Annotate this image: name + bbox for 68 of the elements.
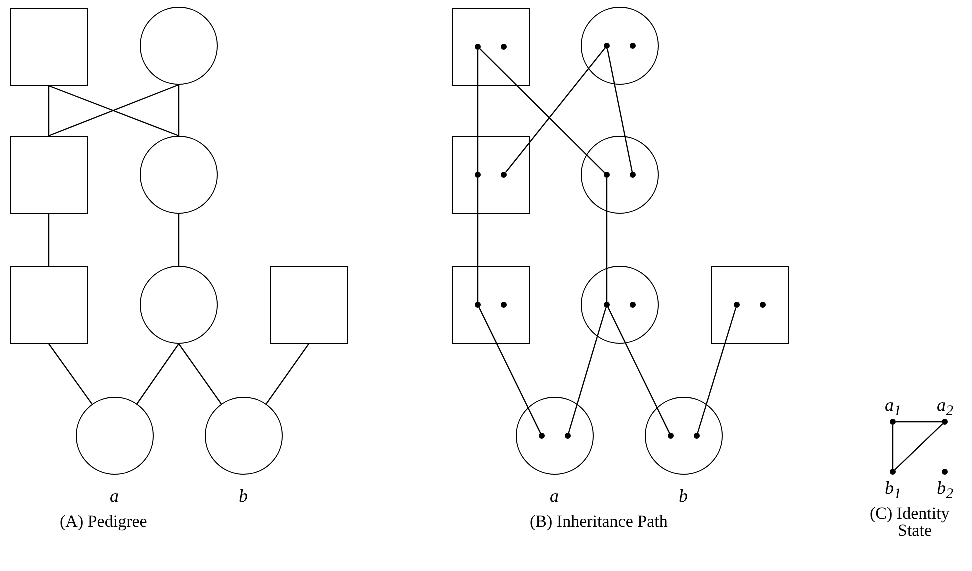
- node-caption: a: [550, 486, 559, 506]
- connector-line: [477, 50, 479, 172]
- connector-line: [697, 308, 737, 434]
- female-circle: [140, 136, 218, 214]
- allele-dot: [630, 172, 636, 178]
- male-square: [452, 266, 530, 344]
- allele-dot: [760, 302, 766, 308]
- connector-line: [892, 425, 894, 469]
- female-circle: [581, 266, 659, 344]
- male-square: [10, 136, 88, 214]
- female-circle: [516, 397, 594, 475]
- connector-line: [606, 178, 608, 302]
- allele-dot: [630, 302, 636, 308]
- male-square: [452, 8, 530, 86]
- panel-caption: (B) Inheritance Path: [530, 513, 668, 530]
- connector-line: [48, 344, 93, 405]
- allele-dot: [694, 432, 700, 439]
- connector-line: [266, 344, 310, 404]
- panel-caption: (C) Identity State: [870, 505, 951, 539]
- connector-line: [178, 344, 222, 404]
- allele-dot: [500, 172, 507, 178]
- allele-dot: [564, 432, 571, 439]
- allele-dot: [474, 302, 481, 308]
- female-circle: [140, 7, 218, 85]
- allele-dot: [500, 302, 507, 308]
- male-square: [711, 266, 789, 344]
- male-square: [10, 266, 88, 344]
- node-caption: b: [239, 486, 248, 506]
- female-circle: [645, 397, 723, 475]
- connector-line: [894, 424, 944, 470]
- connector-line: [136, 344, 180, 404]
- male-square: [452, 136, 530, 214]
- connector-line: [607, 48, 633, 172]
- female-circle: [581, 136, 659, 214]
- allele-dot: [474, 44, 481, 50]
- allele-dot: [734, 302, 740, 308]
- connector-line: [896, 421, 942, 423]
- connector-line: [478, 307, 542, 434]
- point-label: b$_{1}$: [885, 478, 902, 505]
- allele-dot: [604, 172, 610, 178]
- connector-line: [477, 178, 479, 302]
- female-circle: [140, 266, 218, 344]
- male-square: [270, 266, 348, 344]
- connector-line: [48, 86, 50, 136]
- panel-caption: (A) Pedigree: [60, 513, 148, 530]
- connector-line: [178, 85, 180, 136]
- connector-line: [568, 308, 607, 434]
- node-caption: b: [679, 486, 688, 506]
- allele-dot: [538, 432, 545, 439]
- allele-dot: [474, 172, 481, 178]
- female-circle: [205, 397, 283, 475]
- connector-line: [48, 214, 50, 266]
- connector-line: [608, 307, 670, 434]
- allele-dot: [604, 302, 610, 308]
- male-square: [10, 8, 88, 86]
- allele-dot: [604, 42, 610, 49]
- connector-line: [505, 48, 606, 174]
- connector-line: [178, 214, 180, 266]
- female-circle: [76, 397, 154, 475]
- allele-dot: [500, 44, 507, 50]
- allele-dot: [630, 42, 636, 49]
- point-label: a$_{1}$: [885, 395, 902, 422]
- point-label: a$_{2}$: [937, 395, 954, 422]
- point-label: b$_{2}$: [937, 478, 954, 505]
- node-caption: a: [110, 486, 119, 506]
- allele-dot: [668, 432, 674, 439]
- connector-line: [480, 48, 606, 174]
- female-circle: [581, 7, 659, 85]
